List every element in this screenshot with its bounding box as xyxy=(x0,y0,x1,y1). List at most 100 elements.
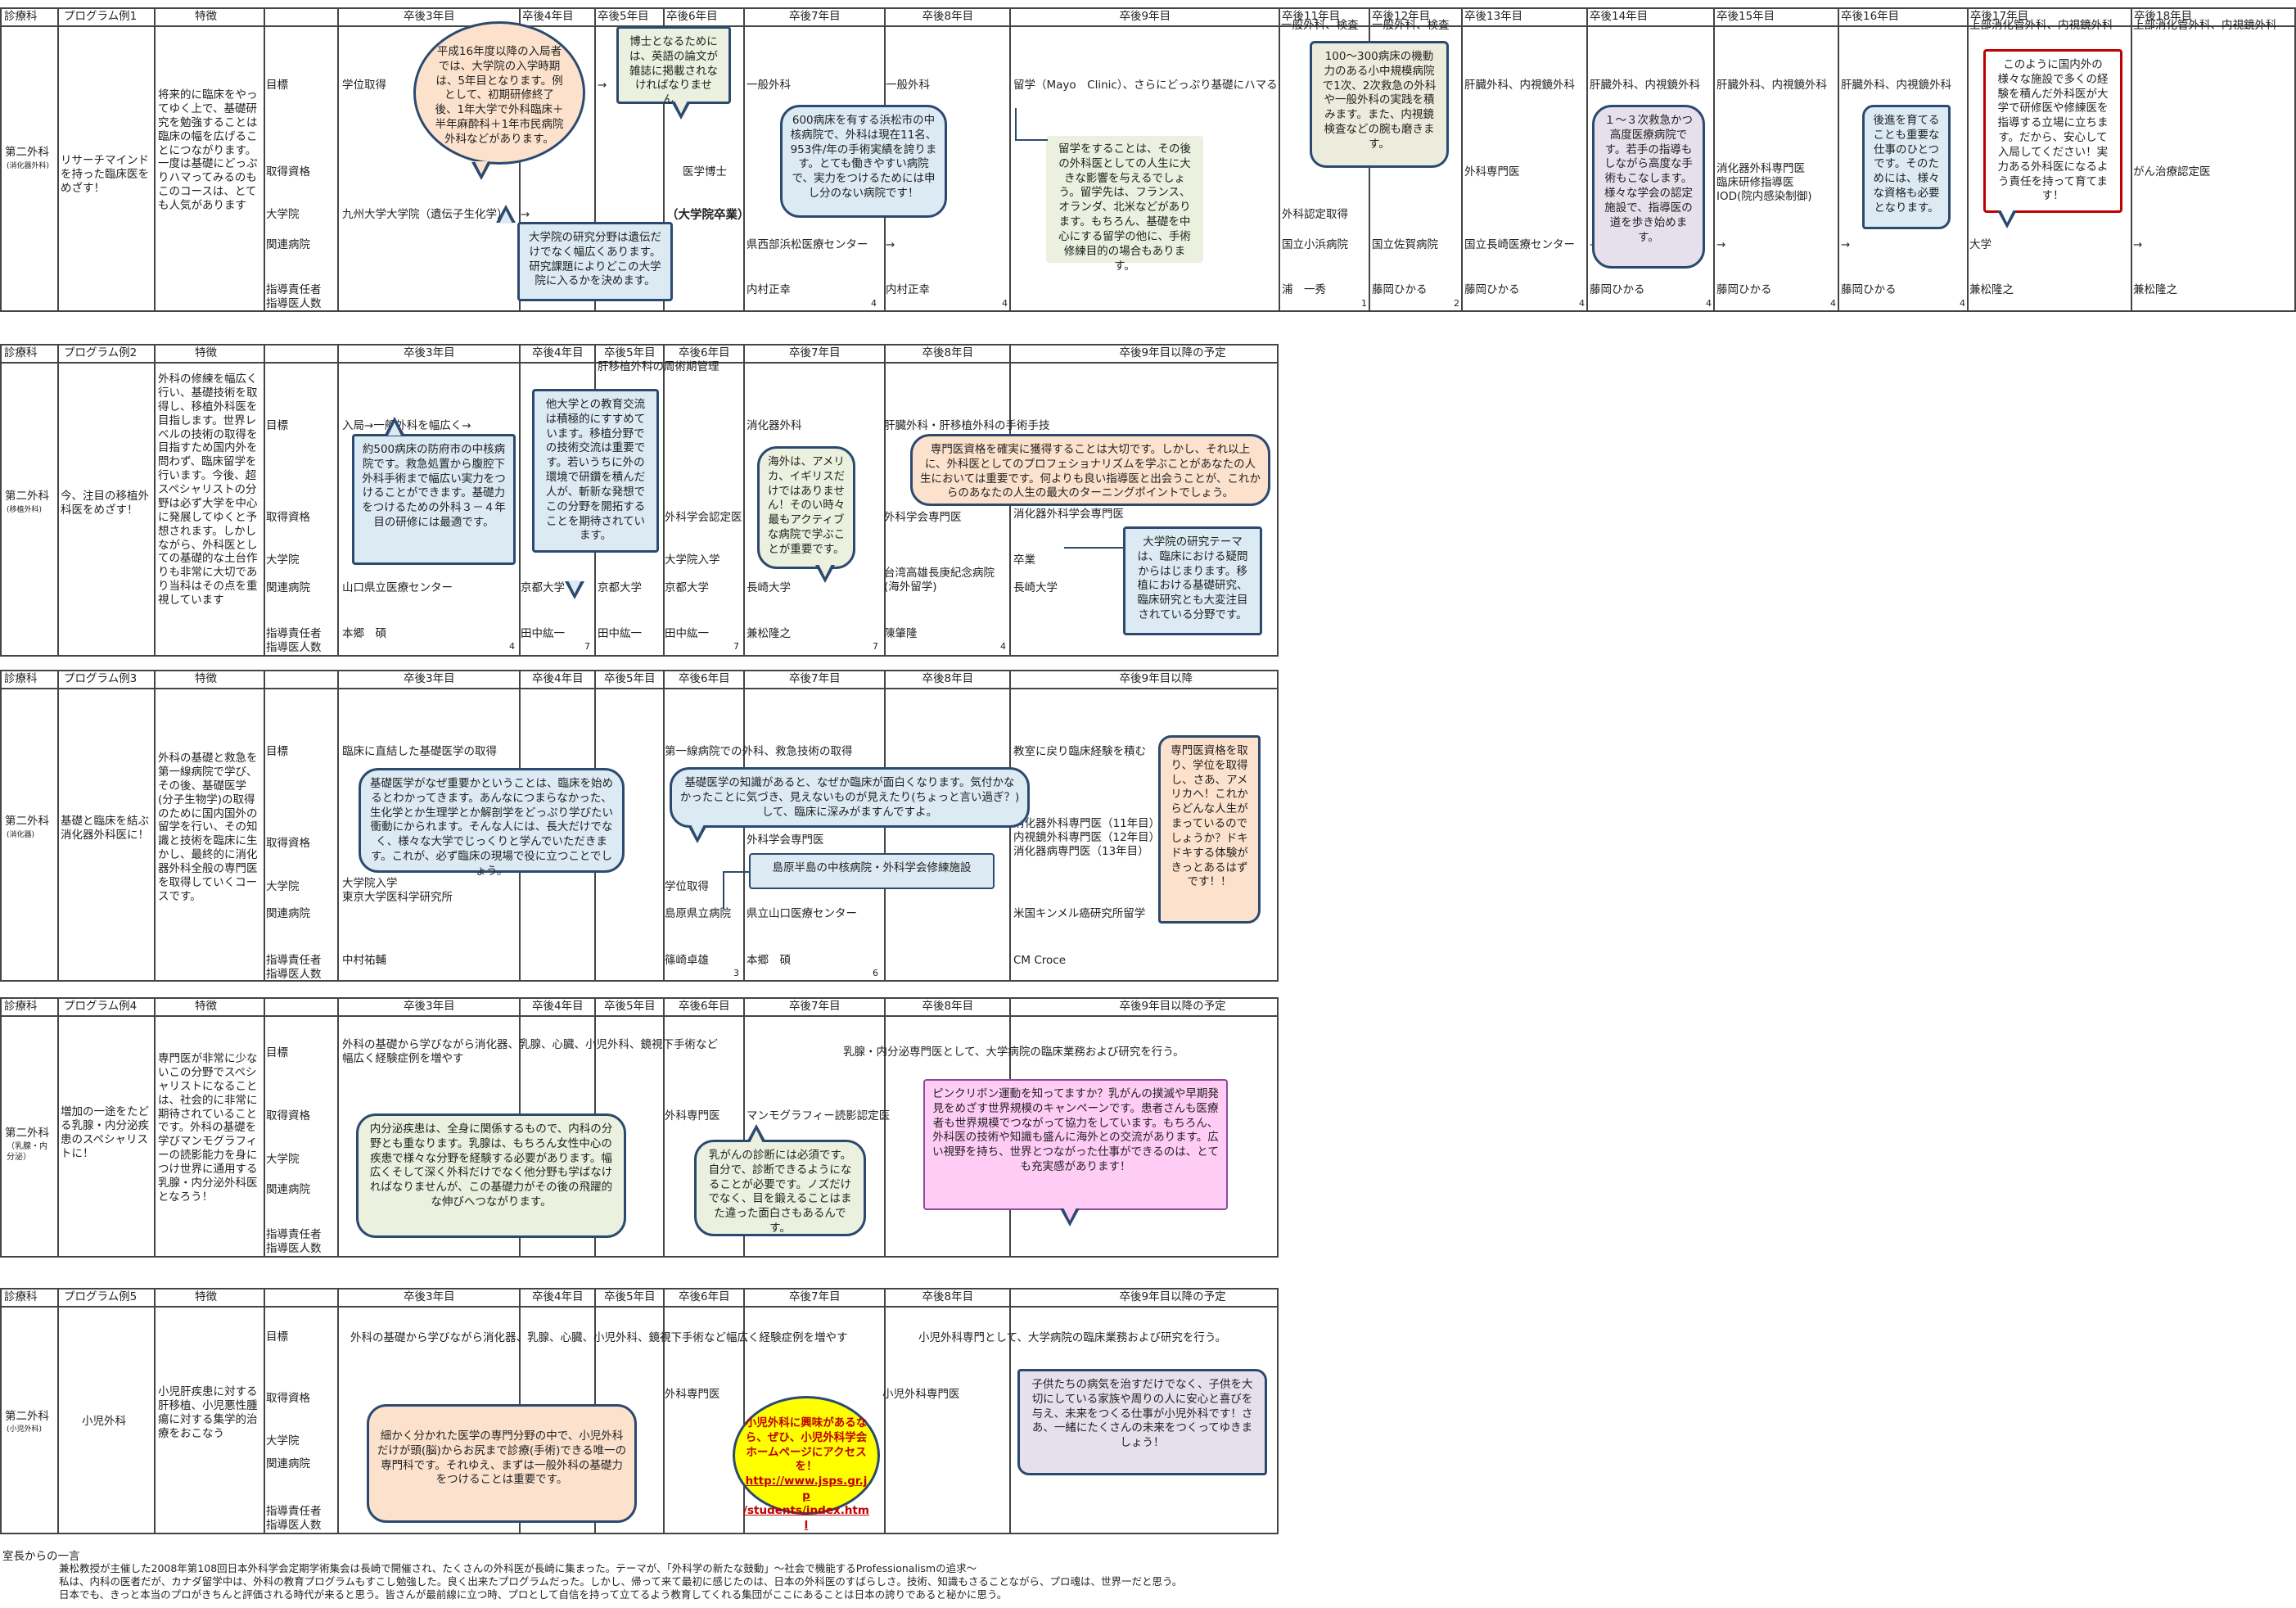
goal-text: 一般外科、検査 xyxy=(1281,19,1359,32)
bubble-tail xyxy=(568,580,581,594)
leader-text: CM Croce xyxy=(1013,954,1067,967)
grid-line xyxy=(0,344,2,655)
count-text: 4 xyxy=(1960,298,1965,309)
year-header: 卒後7年目 xyxy=(789,672,841,685)
goal-text: 教室に戻り臨床経験を積む xyxy=(1013,745,1146,758)
dept-name: 第二外科 xyxy=(5,490,49,503)
cert-text: 外科学会専門医 xyxy=(884,511,962,524)
program-feature: 小児肝疾患に対する肝移植、小児悪性腫瘍に対する集学的治療をおこなう xyxy=(158,1385,258,1440)
callout-bubble: 平成16年度以降の入局者では、大学院の入学時期は、5年目となります。例として、初… xyxy=(413,21,585,165)
leader-text: 田中紘一 xyxy=(598,627,642,640)
dept-name: 第二外科 xyxy=(5,1127,49,1140)
count-text: 4 xyxy=(509,641,515,652)
scroll-banner: 子供たちの病気を治すだけでなく、子供を大切にしている家族や周りの人に安心と喜びを… xyxy=(1017,1369,1267,1475)
dept-sub: （乳腺・内分泌） xyxy=(7,1142,47,1162)
hosp-text: 長崎大学 xyxy=(1013,581,1058,594)
bubble-tail xyxy=(819,564,832,577)
grid-line xyxy=(57,344,59,655)
bubble-tail xyxy=(1063,1208,1076,1221)
count-text: 4 xyxy=(1002,298,1008,309)
count-text: 7 xyxy=(584,641,590,652)
year-header: 卒後6年目 xyxy=(679,1000,730,1013)
hosp-label: 関連病院 xyxy=(266,1183,310,1196)
cert-label: 取得資格 xyxy=(266,837,310,850)
bubble-tail xyxy=(475,161,488,174)
count-label: 指導医人数 xyxy=(266,297,322,310)
year-header: 卒後9年目 xyxy=(1119,10,1171,23)
leader-text: 中村祐輔 xyxy=(342,954,386,967)
year-header: 卒後3年目 xyxy=(404,346,455,359)
arrow: → xyxy=(598,79,607,92)
feature-header: 特徴 xyxy=(195,1290,217,1303)
dept-header: 診療科 xyxy=(4,10,38,23)
grid-line xyxy=(0,1288,1279,1290)
goal-text: 外科の基礎から学びながら消化器、乳腺、心臓、小児外科、鏡視下手術など 幅広く経験… xyxy=(342,1038,718,1065)
goal-text: 外科の基礎から学びながら消化器、乳腺、心臓、小児外科、鏡視下手術など幅広く経験症… xyxy=(350,1331,848,1344)
year-header: 卒後7年目 xyxy=(789,346,841,359)
count-label: 指導医人数 xyxy=(266,641,322,654)
bubble-tail xyxy=(674,101,688,114)
leader-text: 内村正幸 xyxy=(886,283,930,296)
footer-line: 私は、内科の医者だが、カナダ留学中は、外科の教育プログラムもすこし勉強した。良く… xyxy=(59,1575,1183,1588)
footer-line: 兼松教授が主催した2008年第108回日本外科学会定期学術集会は長崎で開催され、… xyxy=(59,1562,977,1574)
callout-bubble: 大学院の研究テーマは、臨床における疑問からはじまります。移植における基礎研究、臨… xyxy=(1123,526,1262,635)
callout-bubble: 他大学との教育交流は積極的にすすめています。移植分野での技術交流は重要です。若い… xyxy=(532,389,659,553)
year-header: 卒後4年目 xyxy=(522,10,574,23)
hosp-label: 関連病院 xyxy=(266,1457,310,1470)
goal-text: 肝移植外科の周術期管理 xyxy=(598,360,719,373)
connector-line xyxy=(723,871,724,909)
leader-text: 藤岡ひかる xyxy=(1372,283,1428,296)
program-header: プログラム例1 xyxy=(64,10,138,23)
leader-text: 藤岡ひかる xyxy=(1464,283,1520,296)
grid-line xyxy=(0,1015,1279,1017)
grid-line xyxy=(1279,7,1280,310)
year-header: 卒後6年目 xyxy=(679,346,730,359)
grid-line xyxy=(264,997,265,1256)
goal-text: 一般外科、検査 xyxy=(1372,19,1450,32)
grid-line xyxy=(743,1288,745,1533)
hosp-label: 関連病院 xyxy=(266,238,310,251)
cert-text: マンモグラフィー読影認定医 xyxy=(747,1109,891,1122)
goal-text: 肝臓外科、内視鏡外科 xyxy=(1590,79,1700,92)
year-header: 卒後5年目 xyxy=(598,10,649,23)
year-header: 卒後15年目 xyxy=(1716,10,1775,23)
grid-line xyxy=(743,997,745,1256)
year-header: 卒後7年目 xyxy=(789,1290,841,1303)
year-header: 卒後8年目 xyxy=(922,346,974,359)
grad-text: 大学院入学 東京大学医科学研究所 xyxy=(342,877,453,904)
grid-line xyxy=(1277,997,1279,1256)
count-label: 指導医人数 xyxy=(266,968,322,981)
callout-bubble: 細かく分かれた医学の専門分野の中で、小児外科だけが頭(脳)からお尻まで診療(手術… xyxy=(367,1404,637,1523)
connector-line xyxy=(1015,108,1017,141)
connector-line xyxy=(1015,139,1048,141)
count-text: 7 xyxy=(873,641,878,652)
year-header: 卒後5年目 xyxy=(604,672,656,685)
count-text: 4 xyxy=(1000,641,1006,652)
grad-label: 大学院 xyxy=(266,1434,300,1448)
grid-line xyxy=(663,1288,665,1533)
callout-bubble: ピンクリボン運動を知ってますか？乳がんの撲滅や早期発見をめざす世界規模のキャンペ… xyxy=(923,1079,1228,1210)
grid-line xyxy=(1838,7,1839,310)
grid-line xyxy=(154,1288,156,1533)
count-label: 指導医人数 xyxy=(266,1242,322,1255)
cert-text: 消化器外科学会専門医 xyxy=(1013,508,1124,521)
callout-bubble: 乳がんの診断には必須です。自分で、診断できるようになることが必要です。ノズだけで… xyxy=(694,1140,866,1236)
callout-bubble: 専門医資格を確実に獲得することは大切です。しかし、それ以上に、外科医としてのプロ… xyxy=(910,434,1270,506)
grid-line xyxy=(594,7,596,310)
hosp-text: 台湾高雄長庚紀念病院 (海外留学) xyxy=(884,567,995,594)
goal-text: 肝臓外科・肝移植外科の手術手技 xyxy=(884,419,1050,432)
hosp-text: 米国キンメル癌研究所留学 xyxy=(1013,907,1146,920)
bubble-tail xyxy=(2001,210,2014,223)
grid-line xyxy=(0,1533,1279,1534)
leader-text: 陳肇隆 xyxy=(884,627,918,640)
grid-line xyxy=(337,1288,339,1533)
leader-text: 藤岡ひかる xyxy=(1841,283,1897,296)
cert-text: 外科認定取得 xyxy=(1282,208,1348,221)
url-link[interactable]: http://www.jsps.gr.jp /students/index.ht… xyxy=(743,1475,869,1532)
leader-text: 内村正幸 xyxy=(747,283,791,296)
year-header: 卒後3年目 xyxy=(404,10,455,23)
grid-line xyxy=(0,670,1279,671)
dept-name: 第二外科 xyxy=(5,815,49,828)
callout-bubble: １～３次救急かつ高度医療病院です。若手の指導もしながら高度な手術もこなします。様… xyxy=(1592,105,1705,269)
goal-text: 肝臓外科、内視鏡外科 xyxy=(1464,79,1575,92)
